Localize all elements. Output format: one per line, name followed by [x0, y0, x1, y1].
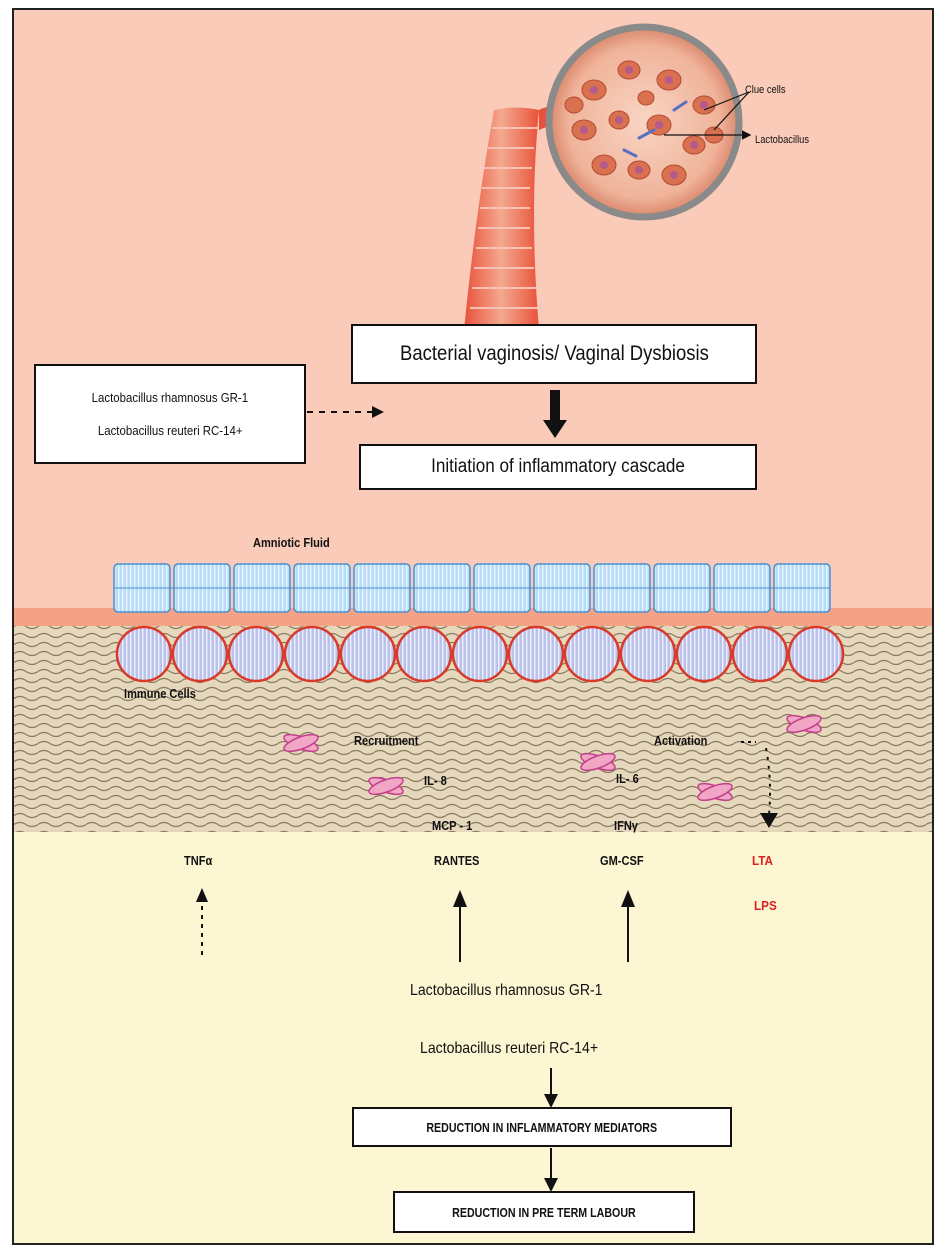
amniotic-membrane-cells	[113, 563, 831, 613]
label-il8: IL- 8	[424, 773, 447, 788]
mediator-marker-2	[368, 776, 404, 796]
box-reduction-labour-text: REDUCTION IN PRE TERM LABOUR	[452, 1204, 636, 1220]
label-bottom-probiotic-2: Lactobacillus reuteri RC-14+	[420, 1040, 599, 1057]
box-reduction-labour: REDUCTION IN PRE TERM LABOUR	[393, 1191, 695, 1233]
label-ifng: IFNγ	[614, 818, 638, 833]
label-rantes: RANTES	[434, 853, 480, 868]
lower-background	[14, 832, 932, 1243]
thick-arrow-bv-to-cascade	[543, 390, 567, 438]
label-clue-cells: Clue cells	[745, 84, 786, 96]
label-amniotic-fluid: Amniotic Fluid	[253, 535, 330, 550]
box-probiotics-top: Lactobacillus rhamnosus GR-1 Lactobacill…	[34, 364, 306, 464]
box-inflammatory-cascade: Initiation of inflammatory cascade	[359, 444, 757, 490]
immune-cells-row	[115, 625, 845, 683]
label-mcp1: MCP - 1	[432, 818, 473, 833]
label-recruitment: Recruitment	[354, 733, 419, 748]
probiotic-top-2: Lactobacillus reuteri RC-14+	[97, 423, 243, 438]
box-reduction-mediators: REDUCTION IN INFLAMMATORY MEDIATORS	[352, 1107, 732, 1147]
box-inflammatory-cascade-text: Initiation of inflammatory cascade	[431, 456, 685, 477]
mediator-marker-4	[697, 782, 733, 802]
label-tnfa: TNFα	[184, 853, 213, 868]
label-lactobacillus: Lactobacillus	[755, 134, 810, 146]
mediator-marker-5	[786, 714, 822, 734]
label-lta: LTA	[752, 853, 774, 868]
label-immune-cells: Immune Cells	[124, 686, 196, 701]
label-bottom-probiotic-1: Lactobacillus rhamnosus GR-1	[410, 982, 603, 999]
label-gmcsf: GM-CSF	[600, 853, 644, 868]
activation-dotted-arrow	[741, 741, 778, 828]
dashed-arrow-probiotic-to-cascade	[307, 406, 384, 418]
diagram-art	[14, 10, 932, 1243]
mediator-marker-3	[580, 752, 616, 772]
box-reduction-mediators-text: REDUCTION IN INFLAMMATORY MEDIATORS	[426, 1119, 658, 1135]
mediator-markers	[283, 714, 822, 802]
box-bacterial-vaginosis-text: Bacterial vaginosis/ Vaginal Dysbiosis	[399, 342, 709, 365]
tnfa-dotted-arrow	[196, 888, 208, 955]
mediator-marker-1	[283, 733, 319, 753]
magnified-view-circle	[545, 23, 743, 221]
gmcsf-arrow	[621, 890, 635, 962]
rantes-arrow	[453, 890, 467, 962]
probiotic-top-1: Lactobacillus rhamnosus GR-1	[91, 390, 249, 405]
label-il6: IL- 6	[616, 771, 639, 786]
lens-callout-lines	[664, 91, 752, 140]
figure-frame: Clue cells Lactobacillus Bacterial vagin…	[12, 8, 934, 1245]
box-bacterial-vaginosis: Bacterial vaginosis/ Vaginal Dysbiosis	[351, 324, 757, 384]
label-activation: Activation	[654, 733, 708, 748]
arrow-to-labour	[544, 1148, 558, 1192]
label-lps: LPS	[754, 898, 777, 913]
arrow-to-mediators	[544, 1068, 558, 1108]
